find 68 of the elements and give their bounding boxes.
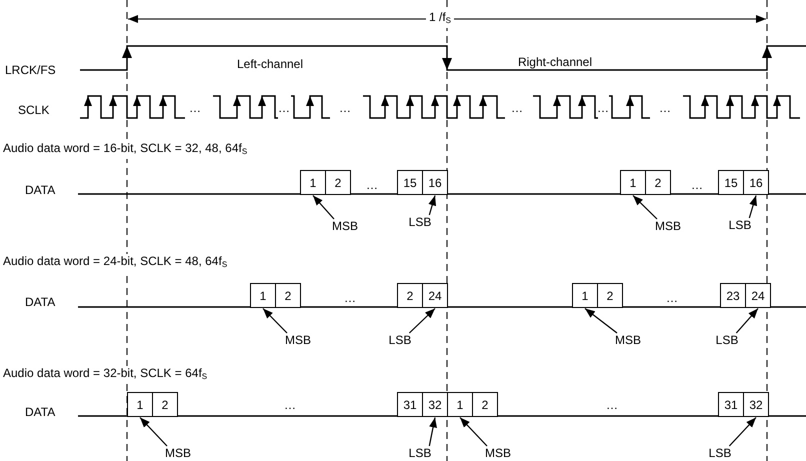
leader-arrow (728, 417, 756, 446)
bit-box: 2 (152, 392, 178, 417)
bit-box: 2 (472, 392, 498, 417)
bit-box: 1 (127, 392, 153, 417)
ellipsis: … (666, 291, 678, 305)
bit-box: 2 (325, 170, 351, 195)
leader-arrow (408, 308, 436, 334)
bit-box: 15 (718, 170, 744, 195)
signal-name: DATA (25, 295, 56, 309)
leader-arrow (632, 195, 658, 220)
signal-name: LRCK/FS (5, 63, 56, 77)
leader-arrow (262, 308, 288, 334)
bit-box: 1 (572, 283, 598, 308)
bit-order-label: MSB (332, 219, 358, 233)
bit-order-label: LSB (708, 446, 732, 460)
bit-order-label: LSB (716, 333, 738, 347)
signal-name: SCLK (18, 103, 50, 117)
bit-order-label: LSB (388, 333, 412, 347)
bit-box: 2 (597, 283, 623, 308)
leader-arrow (736, 308, 758, 334)
bit-box: 31 (397, 392, 423, 417)
bit-box: 32 (422, 392, 448, 417)
ellipsis: … (597, 101, 609, 115)
ellipsis: … (278, 101, 290, 115)
ellipsis: … (284, 398, 296, 412)
leader-arrow (748, 195, 757, 218)
bit-box: 31 (718, 392, 744, 417)
leader-arrow (428, 417, 437, 446)
channel-label: Left-channel (236, 57, 304, 71)
ellipsis: … (511, 101, 523, 115)
ellipsis: … (189, 101, 201, 115)
bit-box: 24 (745, 283, 771, 308)
bit-order-label: LSB (408, 446, 432, 460)
bit-order-label: MSB (485, 446, 511, 460)
bit-box: 1 (300, 170, 326, 195)
bit-box: 1 (620, 170, 646, 195)
bit-box: 1 (250, 283, 276, 308)
bit-box: 24 (422, 283, 448, 308)
bit-box: 16 (743, 170, 769, 195)
bit-order-label: LSB (728, 218, 752, 232)
period-label: 1 /f$_{S}$ (426, 10, 454, 28)
bit-order-label: MSB (285, 333, 311, 347)
ellipsis: … (691, 178, 703, 192)
leader-arrow (312, 195, 334, 220)
bit-box: 15 (397, 170, 423, 195)
signal-name: DATA (25, 405, 56, 419)
ellipsis: … (339, 101, 351, 115)
ellipsis: … (606, 398, 618, 412)
bit-box: 1 (447, 392, 473, 417)
channel-label: Right-channel (518, 55, 592, 69)
signal-name: DATA (25, 183, 56, 197)
bit-order-label: MSB (655, 219, 681, 233)
bit-order-label: MSB (615, 333, 641, 347)
ellipsis: … (659, 101, 671, 115)
leader-arrow (584, 308, 618, 334)
leader-arrow (460, 417, 488, 446)
leader-arrow (140, 417, 168, 446)
bit-order-label: LSB (408, 215, 432, 229)
bit-box: 2 (275, 283, 301, 308)
ellipsis: … (344, 291, 356, 305)
ellipsis: … (366, 178, 378, 192)
bit-box: 32 (743, 392, 769, 417)
leader-arrow (428, 195, 436, 216)
bit-box: 2 (397, 283, 423, 308)
bit-order-label: MSB (165, 446, 191, 460)
bit-box: 16 (422, 170, 448, 195)
bit-box: 2 (645, 170, 671, 195)
bit-box: 23 (720, 283, 746, 308)
